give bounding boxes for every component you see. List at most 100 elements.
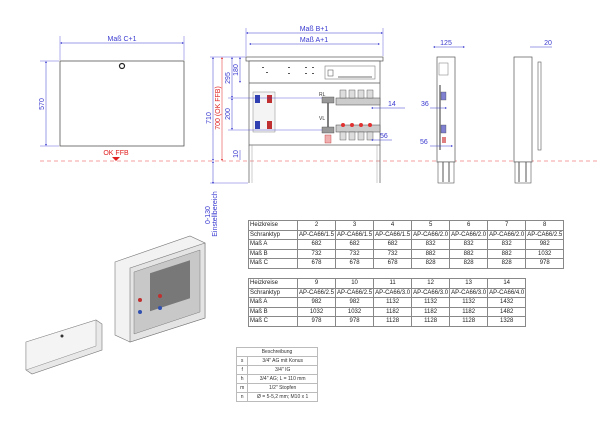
dim-56-side: 56	[420, 139, 428, 146]
table-cell: 982	[335, 297, 375, 308]
table-cell: AP-CA66/1.5	[335, 229, 375, 240]
table-cell: 1182	[411, 306, 451, 317]
table-cell: 2	[296, 220, 337, 231]
dim-14: 14	[388, 101, 396, 108]
dim-mass-a: Maß A+1	[300, 37, 328, 44]
dim-700-ok-ffb: 700 (OK FFB)	[215, 86, 222, 130]
table-cell: AP-CA66/2.5	[525, 229, 565, 240]
row-label: Maß B	[248, 306, 298, 317]
table-cell: 7	[487, 220, 527, 231]
table-cell: 732	[296, 248, 337, 259]
table-cell: 682	[373, 239, 413, 250]
legend-title: Beschreibung	[236, 347, 318, 357]
legend-text: Ø = 5-5,2 mm; M10 x 1	[247, 392, 318, 402]
dim-mass-b: Maß B+1	[300, 26, 329, 33]
dim-180: 180	[233, 64, 240, 76]
adjust-range-label: Einstellbereich	[212, 191, 219, 237]
table-cell: 1132	[411, 297, 451, 308]
vl-label: VL	[319, 116, 325, 122]
row-label: Schranktyp	[248, 287, 298, 298]
table-cell: 732	[335, 248, 375, 259]
table-cell: 828	[411, 258, 451, 269]
table-cell: AP-CA66/3.0	[411, 287, 451, 298]
table-cell: 882	[411, 248, 451, 259]
table-cell: 978	[296, 316, 337, 327]
table-cell: 9	[296, 278, 337, 289]
rl-label: RL	[319, 92, 326, 98]
dim-mass-c: Maß C+1	[108, 36, 137, 43]
table-cell: AP-CA66/1.5	[373, 229, 413, 240]
table-cell: 978	[525, 258, 565, 269]
table-cell: 982	[525, 239, 565, 250]
legend-key: m	[235, 383, 249, 393]
table-cell: 832	[487, 239, 527, 250]
table-cell: 1328	[487, 316, 527, 327]
legend-key: h	[235, 374, 249, 384]
table-cell: AP-CA66/1.5	[296, 229, 337, 240]
dim-200: 200	[225, 108, 232, 120]
table-cell: 13	[449, 278, 489, 289]
table-cell: 3	[335, 220, 375, 231]
table-cell: AP-CA66/2.5	[335, 287, 375, 298]
row-label: Schranktyp	[248, 229, 298, 240]
table-cell: 1182	[373, 306, 413, 317]
cabinet-side-view: 125 36 56	[420, 40, 465, 184]
table-cell: 4	[373, 220, 413, 231]
table-cell: 11	[373, 278, 413, 289]
row-label: Maß A	[248, 239, 298, 250]
table-cell: 832	[411, 239, 451, 250]
dim-570: 570	[39, 98, 46, 110]
table-cell: 882	[487, 248, 527, 259]
dim-36: 36	[421, 101, 429, 108]
legend-text: 3/4" AG mit Konus	[247, 356, 318, 366]
table-cell: 978	[335, 316, 375, 327]
table-cell: 678	[373, 258, 413, 269]
table-cell: 1032	[525, 248, 565, 259]
dim-710: 710	[206, 112, 213, 124]
table-cell: 882	[449, 248, 489, 259]
cabinet-front-view: RL VL Maß B+1 Maß A+1 710 700 (OK FFB) 2…	[205, 26, 405, 237]
door-lock-icon	[60, 334, 64, 338]
table-cell: 682	[335, 239, 375, 250]
legend-text: 3/4" AG; L = 110 mm	[247, 374, 318, 384]
row-label: Heizkreise	[248, 220, 298, 231]
dim-20: 20	[544, 40, 552, 47]
ok-ffb-label: OK FFB	[103, 150, 129, 157]
table-cell: 682	[296, 239, 337, 250]
dim-10: 10	[233, 150, 240, 158]
table-cell: 5	[411, 220, 451, 231]
table-cell: 1032	[296, 306, 337, 317]
table-cell: 10	[335, 278, 375, 289]
dim-56-front: 56	[380, 133, 388, 140]
table-cell: 1182	[449, 306, 489, 317]
table-cell: 678	[296, 258, 337, 269]
floor-marker-icon	[112, 157, 120, 161]
table-cell: 1482	[487, 306, 527, 317]
table-cell: 832	[449, 239, 489, 250]
table-cell: AP-CA66/2.0	[487, 229, 527, 240]
table-cell: AP-CA66/4.0	[487, 287, 527, 298]
legend-key: s	[235, 356, 249, 366]
front-cover-view: Maß C+1 570 OK FFB	[39, 36, 185, 161]
table-cell: AP-CA66/2.5	[296, 287, 337, 298]
row-label: Heizkreise	[248, 278, 298, 289]
table-cell: 8	[525, 220, 565, 231]
table-cell: AP-CA66/3.0	[449, 287, 489, 298]
table-cell: 1128	[373, 316, 413, 327]
legend-text: 3/4" IG	[247, 365, 318, 375]
door-side-view: 20	[513, 40, 552, 184]
